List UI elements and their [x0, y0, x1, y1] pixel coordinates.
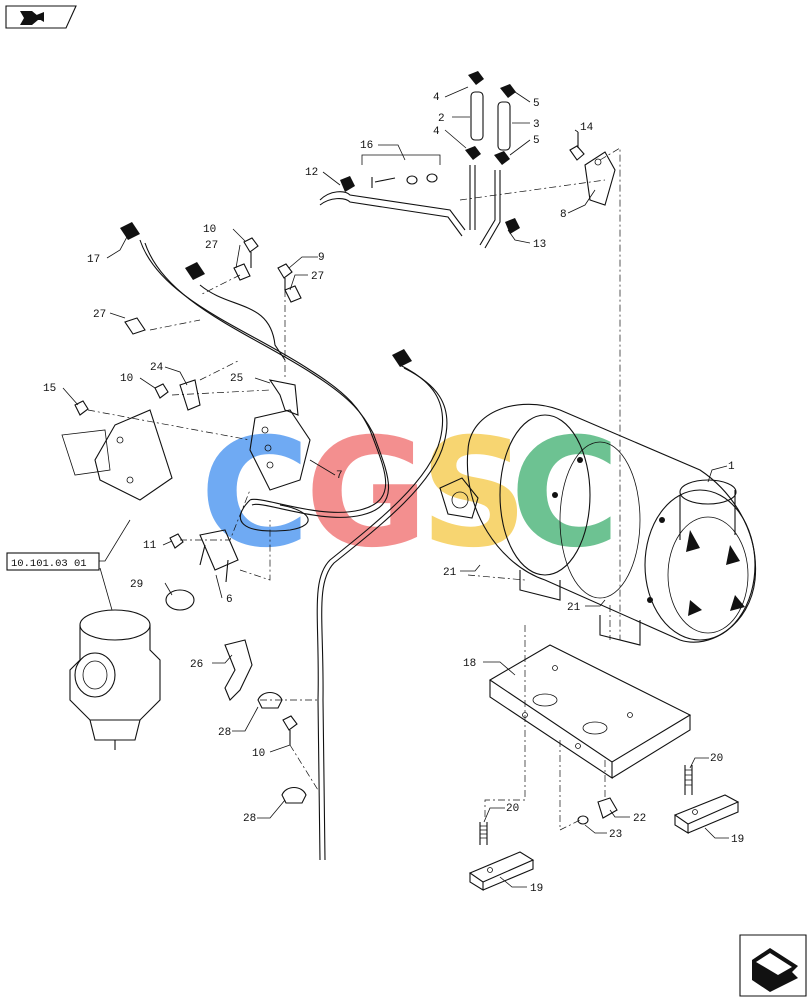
watermark-letter-4: C — [510, 407, 620, 581]
callout-5b: 5 — [533, 135, 540, 147]
callout-20a: 20 — [506, 803, 519, 815]
washer-23 — [577, 815, 589, 825]
callout-27b: 27 — [311, 271, 324, 283]
plate-7 — [249, 409, 311, 491]
clip-28-lower — [281, 786, 307, 804]
callout-27c: 27 — [93, 309, 106, 321]
watermark-letter-2: G — [305, 407, 428, 581]
bracket-26 — [224, 639, 253, 701]
callout-19a: 19 — [530, 883, 543, 895]
rubber-block-left — [468, 851, 535, 891]
callout-9: 9 — [318, 252, 325, 264]
callout-21b: 21 — [567, 602, 581, 614]
connector-17 — [120, 222, 140, 240]
hose-assembly — [319, 71, 520, 249]
callout-4a: 4 — [433, 92, 440, 104]
support-plate — [488, 644, 692, 780]
ring-29 — [165, 589, 195, 611]
bolt-9 — [277, 263, 293, 290]
stud-left — [479, 822, 488, 845]
bolt-15 — [74, 400, 89, 416]
filter-housing-reference — [69, 609, 161, 750]
bolt-10-top — [243, 237, 259, 268]
callout-21a: 21 — [443, 567, 457, 579]
bracket-8 — [584, 151, 616, 206]
callout-19b: 19 — [731, 834, 744, 846]
rubber-block-right — [673, 794, 740, 834]
bolt-14 — [569, 132, 585, 161]
bracket-24 — [179, 379, 201, 411]
callout-18: 18 — [463, 658, 476, 670]
callout-6: 6 — [226, 594, 233, 606]
next-page-arrow-icon[interactable] — [739, 934, 807, 997]
leader-lines — [62, 86, 729, 888]
callout-24: 24 — [150, 362, 164, 374]
callout-14: 14 — [580, 122, 594, 134]
callout-22: 22 — [633, 813, 646, 825]
connector-center — [392, 349, 412, 367]
callout-11: 11 — [143, 540, 157, 552]
callout-29: 29 — [130, 579, 143, 591]
callout-10c: 10 — [252, 748, 265, 760]
exhaust-canister — [439, 403, 757, 646]
watermark: C G S C — [200, 407, 620, 581]
callout-7: 7 — [336, 470, 343, 482]
callout-26: 26 — [190, 659, 203, 671]
bolt-10-lower — [282, 715, 298, 745]
clip-27c — [124, 317, 146, 335]
callout-4b: 4 — [433, 126, 440, 138]
callout-25: 25 — [230, 373, 243, 385]
callout-28b: 28 — [243, 813, 256, 825]
callout-10a: 10 — [203, 224, 216, 236]
bolt-10-mid — [154, 383, 169, 399]
connector-upper-left — [185, 262, 205, 280]
assembly-lines — [87, 147, 621, 831]
callout-1: 1 — [728, 461, 735, 473]
callout-20b: 20 — [710, 753, 723, 765]
mount-bracket-large — [61, 409, 173, 501]
callout-2: 2 — [438, 113, 445, 125]
callout-5a: 5 — [533, 98, 540, 110]
back-arrow-icon[interactable] — [5, 5, 77, 29]
callout-27a: 27 — [205, 240, 218, 252]
callout-3: 3 — [533, 119, 540, 131]
bolt-22 — [597, 797, 618, 819]
watermark-letter-1: C — [200, 407, 310, 581]
callout-17: 17 — [87, 254, 100, 266]
tube-routes — [139, 239, 448, 861]
callouts: 1 2 3 4 4 5 5 6 7 8 9 10 10 10 11 12 13 … — [43, 92, 744, 895]
callout-15: 15 — [43, 383, 56, 395]
callout-13: 13 — [533, 239, 546, 251]
callout-10b: 10 — [120, 373, 133, 385]
callout-23: 23 — [609, 829, 622, 841]
reference-box-text: 10.101.03 01 — [11, 558, 87, 570]
callout-12: 12 — [305, 167, 318, 179]
watermark-letter-3: S — [420, 407, 528, 581]
clip-27b — [284, 285, 302, 303]
pressure-sensor-6 — [199, 529, 239, 583]
callout-8: 8 — [560, 209, 567, 221]
clip-28-upper — [257, 691, 283, 709]
stud-right — [684, 765, 693, 795]
reference-box[interactable]: 10.101.03 01 — [6, 519, 131, 611]
callout-16: 16 — [360, 140, 373, 152]
callout-28a: 28 — [218, 727, 231, 739]
bolt-11 — [169, 533, 184, 549]
